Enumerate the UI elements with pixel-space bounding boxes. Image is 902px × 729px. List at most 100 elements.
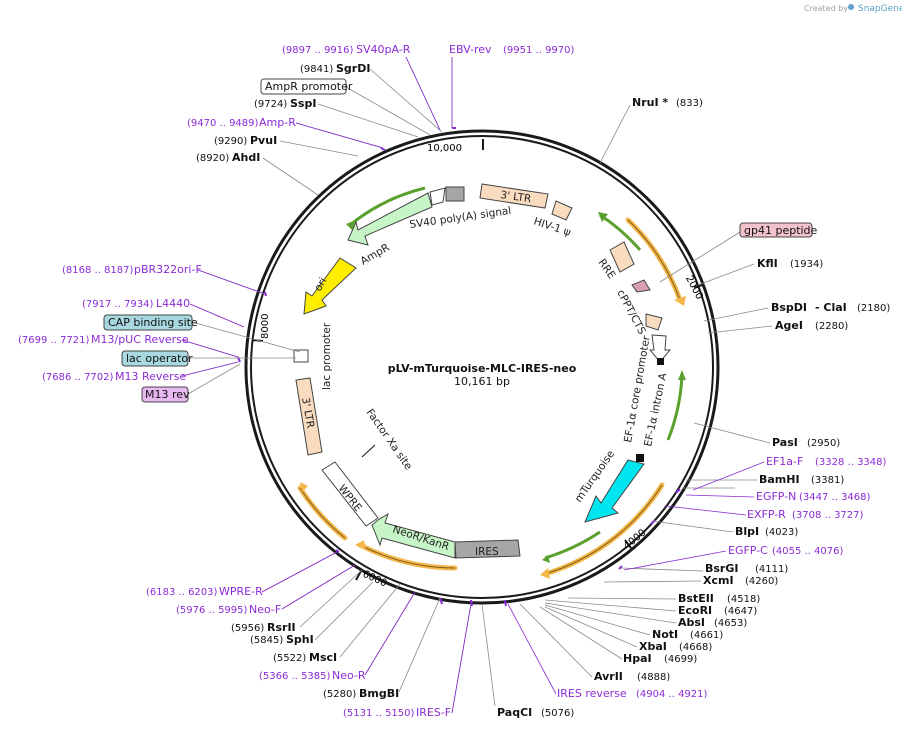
- orf-arrowheads: [300, 296, 686, 579]
- bsrgi-name[interactable]: BsrGI: [705, 562, 738, 575]
- noti-pos: (4661): [690, 630, 723, 641]
- hiv-psi-block: [551, 200, 573, 221]
- ampr-label: AmpR: [359, 242, 392, 268]
- xcmi-name[interactable]: XcmI: [703, 574, 734, 587]
- neo-f-name[interactable]: Neo-F: [249, 603, 281, 616]
- amp-r-name[interactable]: Amp-R: [259, 116, 296, 129]
- ruler-label-10000: 10,000: [427, 143, 462, 154]
- ahdi-name[interactable]: AhdI: [232, 151, 260, 164]
- kfli-name[interactable]: KflI: [757, 257, 778, 270]
- lacop-box[interactable]: [121, 350, 189, 367]
- sv40-small-block: [429, 187, 446, 206]
- lac-label: lac promoter: [321, 322, 333, 390]
- sv40pa-r-name[interactable]: SV40pA-R: [356, 43, 411, 56]
- factor-xa-mark: [361, 444, 376, 458]
- ltr3-left-label: 3' LTR: [299, 396, 316, 429]
- rsrii-name[interactable]: RsrII: [267, 621, 296, 634]
- agei-name[interactable]: AgeI: [775, 319, 803, 332]
- ampr-promoter-name: AmpR promoter: [265, 80, 353, 93]
- blpi-pos: (4023): [765, 527, 798, 538]
- xbai-name[interactable]: XbaI: [639, 640, 667, 653]
- ori-label: ori: [312, 276, 329, 294]
- bamhi-pos: (3381): [811, 475, 844, 486]
- cppt-label: cPPT/CTS: [614, 288, 648, 337]
- ampr-promoter-box[interactable]: [260, 78, 347, 95]
- neo-f-pos: (5976 .. 5995): [176, 605, 248, 616]
- egfp-n-name[interactable]: EGFP-N: [756, 490, 796, 503]
- sv40-block: [445, 186, 465, 202]
- egfp-c-name[interactable]: EGFP-C: [728, 544, 768, 557]
- nrui-pos: (833): [676, 98, 703, 109]
- noti-name[interactable]: NotI: [652, 628, 678, 641]
- pbr322-name[interactable]: pBR322ori-F: [134, 263, 202, 276]
- lacop-name: lac operator: [126, 352, 193, 365]
- ruler-label-8000: 8000: [260, 314, 271, 339]
- ires-rev-pos: (4904 .. 4921): [636, 689, 708, 700]
- xbai-pos: (4668): [679, 642, 712, 653]
- paqci-name[interactable]: PaqCI: [497, 706, 532, 719]
- cap-box[interactable]: [103, 314, 193, 331]
- exfp-r-name[interactable]: EXFP-R: [747, 508, 786, 521]
- factor-xa-label: Factor Xa site: [364, 407, 415, 472]
- bspdi-name[interactable]: BspDI: [771, 301, 807, 314]
- paqci-pos: (5076): [541, 708, 574, 719]
- m13rev-box[interactable]: [141, 386, 189, 403]
- bmgbi-name[interactable]: BmgBI: [359, 687, 399, 700]
- neo-r-name[interactable]: Neo-R: [332, 669, 366, 682]
- ebv-rev-pos: (9951 .. 9970): [503, 45, 575, 56]
- hpai-pos: (4699): [664, 654, 697, 665]
- ef1a-f-pos: (3328 .. 3348): [815, 457, 887, 468]
- ebv-rev-name[interactable]: EBV-rev: [449, 43, 492, 56]
- ltr3-top-block: [479, 183, 549, 209]
- ori-arrow: [303, 257, 357, 315]
- egfp-n-pos: (3447 .. 3468): [799, 492, 871, 503]
- gp41-box[interactable]: [739, 222, 813, 238]
- agei-pos: (2280): [815, 321, 848, 332]
- pasi-name[interactable]: PasI: [772, 436, 798, 449]
- m13rev-box-name: M13 rev: [145, 388, 190, 401]
- rre-block: [609, 241, 635, 273]
- hpai-name[interactable]: HpaI: [623, 652, 652, 665]
- bsrgi-pos: (4111): [755, 564, 788, 575]
- left-primer-leaders: [181, 56, 472, 714]
- bamhi-name[interactable]: BamHI: [759, 473, 800, 486]
- avrii-name[interactable]: AvrII: [594, 670, 623, 683]
- neo-r-pos: (5366 .. 5385): [259, 671, 331, 682]
- nrui-name[interactable]: NruI *: [632, 96, 668, 109]
- ampr-arrow: [347, 192, 433, 246]
- wpre-r-name[interactable]: WPRE-R: [219, 585, 263, 598]
- backbone-inner: [250, 135, 714, 599]
- m13puc-pos: (7699 .. 7721): [18, 335, 90, 346]
- ires-rev-name[interactable]: IRES reverse: [557, 687, 627, 700]
- blpi-name[interactable]: BlpI: [735, 525, 759, 538]
- bsteii-pos: (4518): [727, 594, 760, 605]
- m13puc-name[interactable]: M13/pUC Reverse: [91, 333, 189, 346]
- msci-name[interactable]: MscI: [309, 651, 337, 664]
- sv40pa-r-pos: (9897 .. 9916): [282, 45, 354, 56]
- sphi-name[interactable]: SphI: [286, 633, 314, 646]
- ires-block: [454, 539, 521, 559]
- sgrdi-name[interactable]: SgrDI: [336, 62, 370, 75]
- absi-name[interactable]: AbsI: [678, 616, 705, 629]
- pvui-name[interactable]: PvuI: [250, 134, 277, 147]
- credit-text: Created by: [804, 4, 848, 13]
- egfp-c-pos: (4055 .. 4076): [772, 546, 844, 557]
- l4440-name[interactable]: L4440: [156, 297, 190, 310]
- orf-arcs-core: [299, 219, 681, 575]
- pbr322-pos: (8168 .. 8187): [62, 265, 134, 276]
- absi-pos: (4653): [714, 618, 747, 629]
- m13rev-pos: (7686 .. 7702): [42, 372, 114, 383]
- ires-f-name[interactable]: IRES-F: [416, 706, 451, 719]
- m13rev-name[interactable]: M13 Reverse: [115, 370, 186, 383]
- mturq-arrow: [584, 459, 645, 523]
- ires-f-pos: (5131 .. 5150): [343, 708, 415, 719]
- ires-label: IRES: [475, 546, 499, 558]
- right-primer-leaders: [507, 461, 765, 695]
- ef1a-f-name[interactable]: EF1a-F: [766, 455, 803, 468]
- sspi-name[interactable]: SspI: [290, 97, 316, 110]
- ecori-name[interactable]: EcoRI: [678, 604, 712, 617]
- bsteii-name[interactable]: BstEII: [678, 592, 714, 605]
- clai-name[interactable]: - ClaI: [815, 301, 847, 314]
- snapgene-logo: SnapGene: [858, 4, 902, 14]
